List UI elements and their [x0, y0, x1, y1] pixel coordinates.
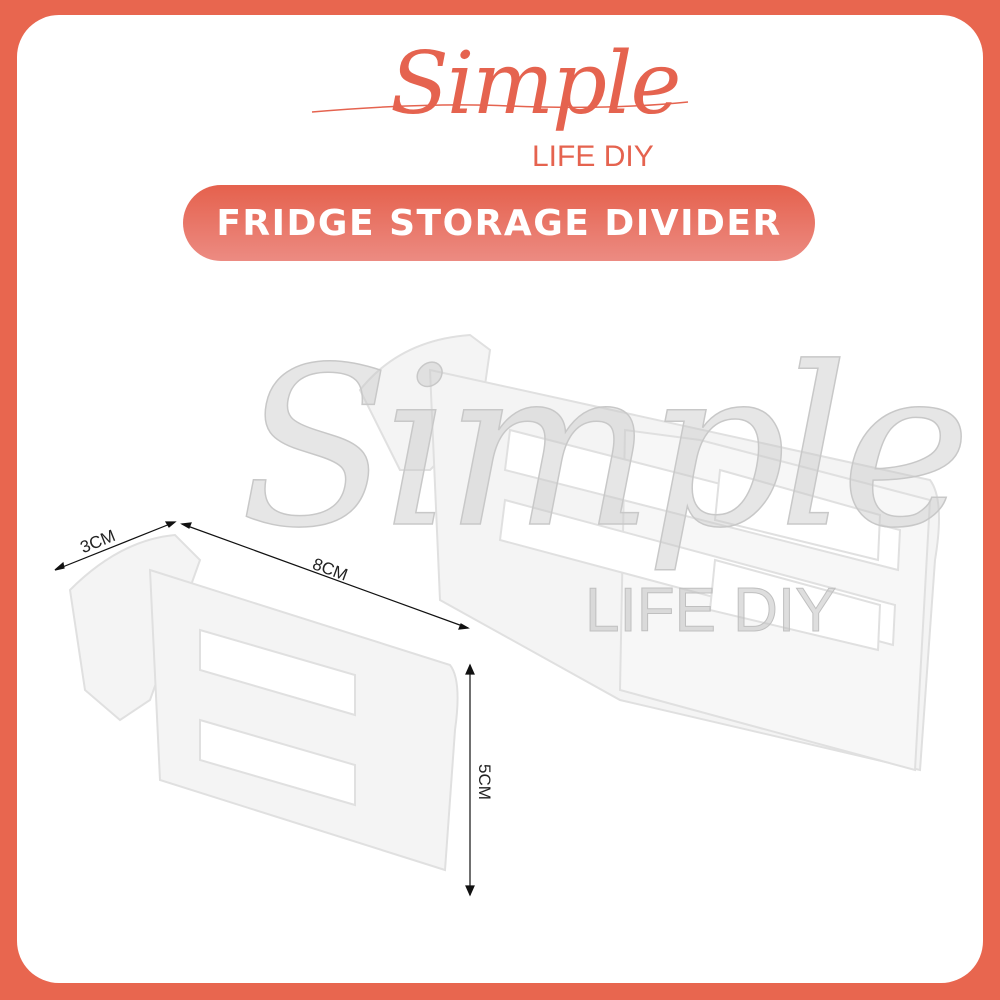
height-arrowheads: [465, 663, 475, 897]
small-divider-slot: [199, 628, 356, 717]
title-banner: FRIDGE STORAGE DIVIDER: [183, 185, 815, 261]
height-label: 5CM: [474, 764, 494, 800]
brand-sub: LIFE DIY: [532, 140, 654, 173]
depth-arrowheads: [54, 521, 177, 571]
logo-swash: [311, 101, 689, 113]
length-dimension-line: [181, 523, 469, 629]
length-arrowheads: [180, 522, 470, 630]
product-title: FRIDGE STORAGE DIVIDER: [216, 202, 782, 244]
large-divider-slot: [708, 558, 882, 652]
depth-dimension-line: [54, 521, 176, 571]
brand-script: Simple: [390, 34, 681, 134]
small-divider-body: [148, 568, 459, 872]
watermark-script: Simple: [239, 319, 972, 577]
watermark-sub: LIFE DIY: [585, 576, 838, 646]
brand-logo: Simple LIFE DIY: [310, 34, 690, 175]
large-divider-slot: [713, 468, 882, 562]
small-divider-slot: [199, 718, 356, 807]
